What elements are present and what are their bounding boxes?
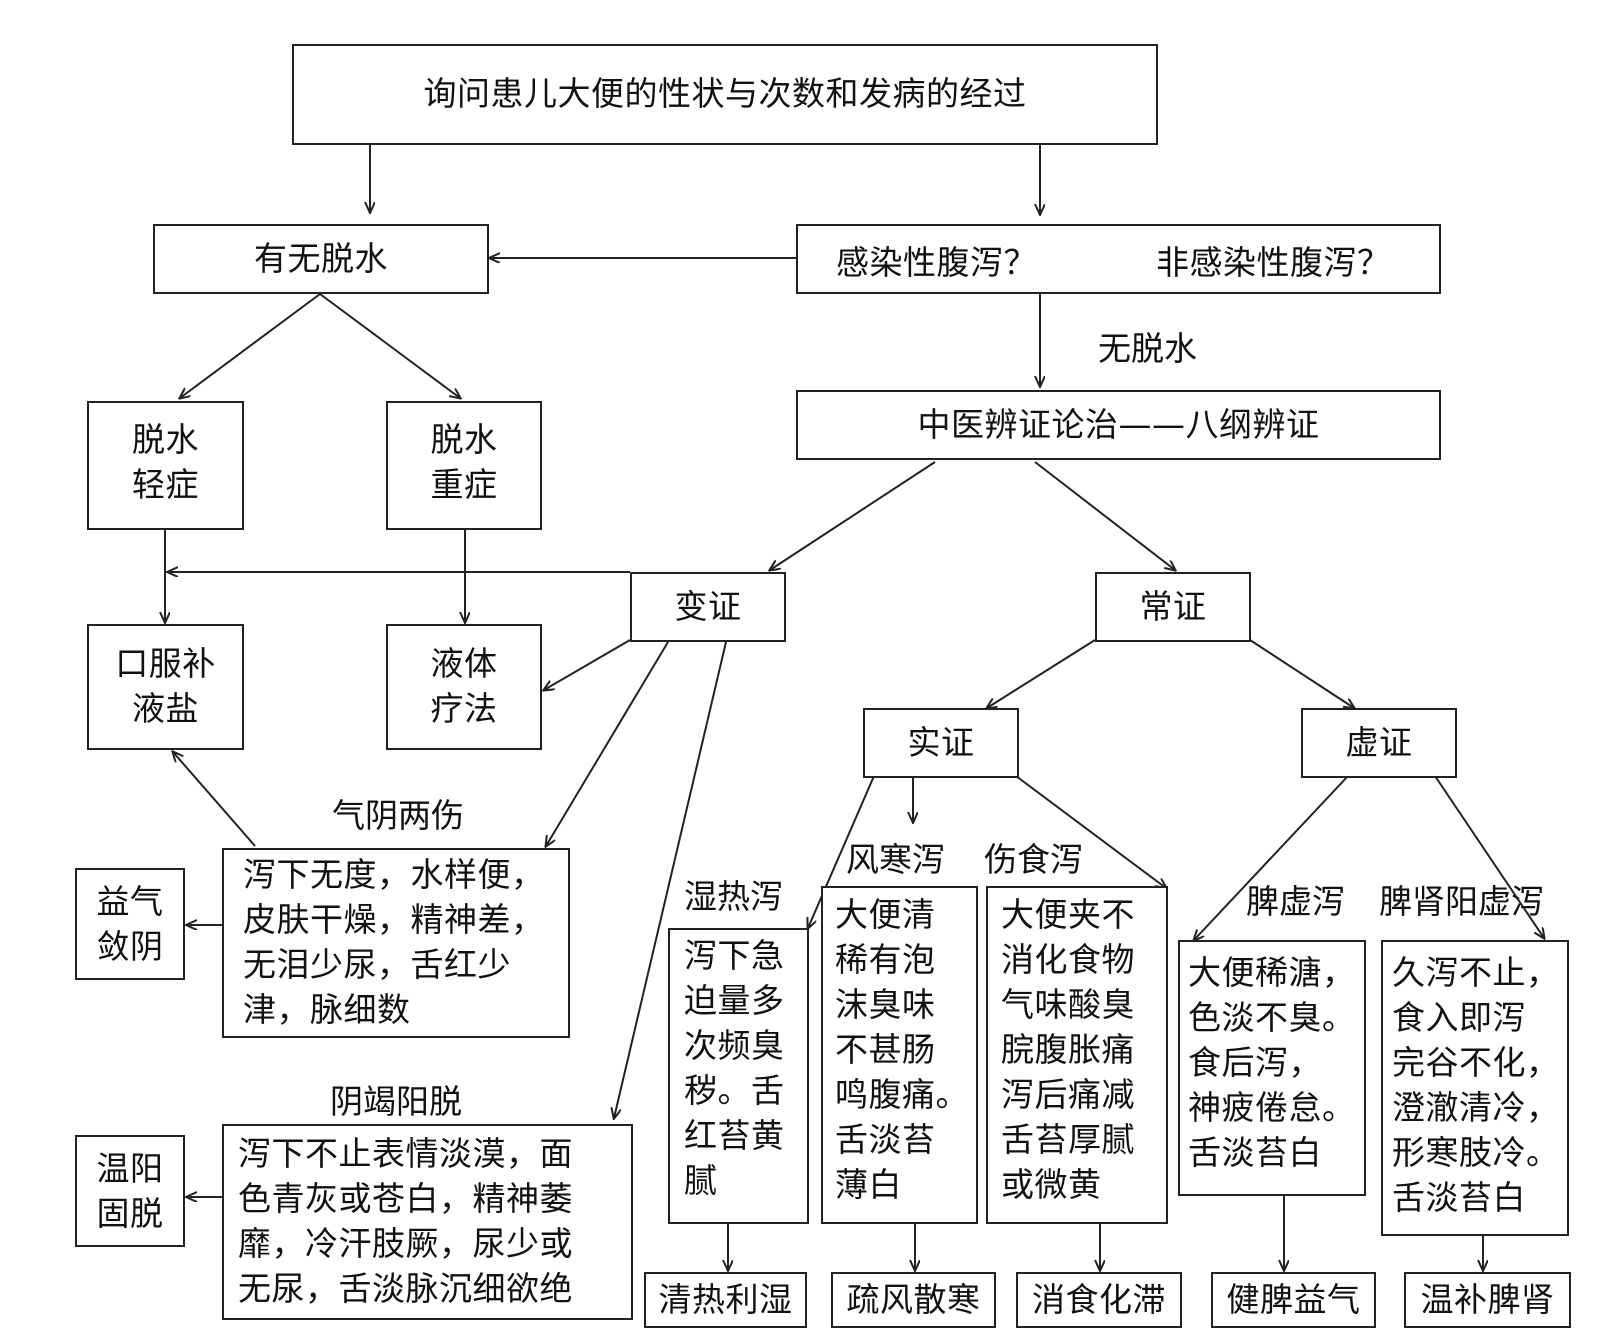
food-treat-text: 消食化滞 <box>1032 1280 1166 1319</box>
food-treat-box <box>1016 1272 1182 1328</box>
qi-yin-treat-box <box>75 868 185 980</box>
arrow-complex-to-qiyin <box>546 641 669 846</box>
excess-text: 实证 <box>907 723 975 762</box>
common-box <box>1095 572 1251 642</box>
root-box <box>292 44 1158 145</box>
arrow-check-to-severe <box>319 293 460 398</box>
complex-text: 变证 <box>674 587 742 626</box>
excess-box <box>863 708 1019 778</box>
fluid-box <box>386 624 542 750</box>
wind-cold-box <box>821 886 978 1224</box>
common-text: 常证 <box>1139 587 1207 626</box>
infective-text: 感染性腹泻？ <box>836 243 1037 282</box>
damp-heat-treat-text: 清热利湿 <box>658 1280 793 1319</box>
non-infective-text: 非感染性腹泻？ <box>1156 243 1391 282</box>
arrow-complex-to-yinyang <box>614 641 727 1118</box>
qi-yin-desc: 泻下无度，水样便， 皮肤干燥，精神差， 无泪少尿，舌红少 津，脉细数 <box>243 855 545 1029</box>
arrow-tcm-to-complex <box>770 461 936 570</box>
food-box <box>986 886 1168 1224</box>
arrow-deficiency-to-spleen <box>1194 775 1349 940</box>
damp-heat-treat-box <box>644 1272 807 1328</box>
qi-yin-title: 气阴两伤 <box>332 796 464 835</box>
kidney-box <box>1381 940 1569 1236</box>
severe-box <box>386 401 542 530</box>
fluid-text: 液体 疗法 <box>430 644 498 728</box>
root-text: 询问患儿大便的性状与次数和发病的经过 <box>423 74 1027 113</box>
tcm-box <box>796 390 1441 460</box>
damp-heat-title: 湿热泻 <box>684 877 783 916</box>
qi-yin-box <box>222 848 570 1038</box>
arrow-check-to-mild <box>180 293 321 398</box>
dehydration-check-box <box>153 224 489 294</box>
kidney-desc: 久泻不止， 食入即泻 完谷不化， 澄澈清冷， 形寒肢冷。 舌淡苔白 <box>1392 953 1560 1217</box>
arrow-tcm-to-common <box>1034 461 1175 570</box>
deficiency-box <box>1301 708 1457 778</box>
wind-cold-treat-text: 疏风散寒 <box>846 1280 981 1319</box>
spleen-treat-text: 健脾益气 <box>1226 1280 1361 1319</box>
yin-yang-box <box>222 1124 633 1320</box>
complex-box <box>630 572 786 642</box>
arrow-excess-to-food <box>1015 775 1166 888</box>
deficiency-text: 虚证 <box>1345 723 1413 762</box>
mild-box <box>87 401 244 530</box>
tcm-text: 中医辨证论治——八纲辨证 <box>917 405 1320 444</box>
yin-yang-treat-box <box>75 1135 185 1247</box>
spleen-treat-box <box>1211 1272 1376 1328</box>
yin-yang-title: 阴竭阳脱 <box>330 1082 462 1121</box>
mild-text: 脱水 轻症 <box>132 420 199 504</box>
infection-box <box>796 224 1441 294</box>
yin-yang-treat-text: 温阳 固脱 <box>96 1149 164 1233</box>
arrow-common-to-deficiency <box>1249 639 1354 708</box>
spleen-desc: 大便稀溏， 色淡不臭。 食后泻， 神疲倦怠。 舌淡苔白 <box>1188 953 1356 1172</box>
arrow-qiyin-to-ors <box>173 752 256 847</box>
arrow-deficiency-to-kidney <box>1434 775 1544 938</box>
no-dehydration-label: 无脱水 <box>1098 329 1197 368</box>
arrow-excess-to-dampheat <box>808 775 875 928</box>
arrow-complex-to-fluid <box>544 639 631 690</box>
kidney-treat-box <box>1404 1272 1571 1328</box>
qi-yin-treat-text: 益气 敛阴 <box>96 882 164 966</box>
severe-text: 脱水 重症 <box>430 420 498 504</box>
arrow-common-to-excess <box>987 639 1096 708</box>
food-title: 伤食泻 <box>984 840 1083 879</box>
kidney-title: 脾肾阳虚泻 <box>1379 882 1544 921</box>
dehydration-check-text: 有无脱水 <box>254 239 388 278</box>
yin-yang-desc: 泻下不止表情淡漠，面 色青灰或苍白，精神萎 靡，冷汗肢厥，尿少或 无尿，舌淡脉沉… <box>238 1134 573 1308</box>
spleen-box <box>1178 940 1366 1196</box>
damp-heat-desc: 泻下急 迫量多 次频臭 秽。舌 红苔黄 腻 <box>684 936 785 1200</box>
damp-heat-box <box>668 928 809 1224</box>
spleen-title: 脾虚泻 <box>1246 882 1345 921</box>
food-desc: 大便夹不 消化食物 气味酸臭 脘腹胀痛 泻后痛减 舌苔厚腻 或微黄 <box>1001 895 1135 1204</box>
wind-cold-desc: 大便清 稀有泡 沫臭味 不甚肠 鸣腹痛。 舌淡苔 薄白 <box>835 895 969 1204</box>
ors-text: 口服补 液盐 <box>115 644 216 728</box>
kidney-treat-text: 温补脾肾 <box>1420 1280 1555 1319</box>
ors-box <box>87 624 244 750</box>
wind-cold-title: 风寒泻 <box>846 840 945 879</box>
wind-cold-treat-box <box>831 1272 996 1328</box>
